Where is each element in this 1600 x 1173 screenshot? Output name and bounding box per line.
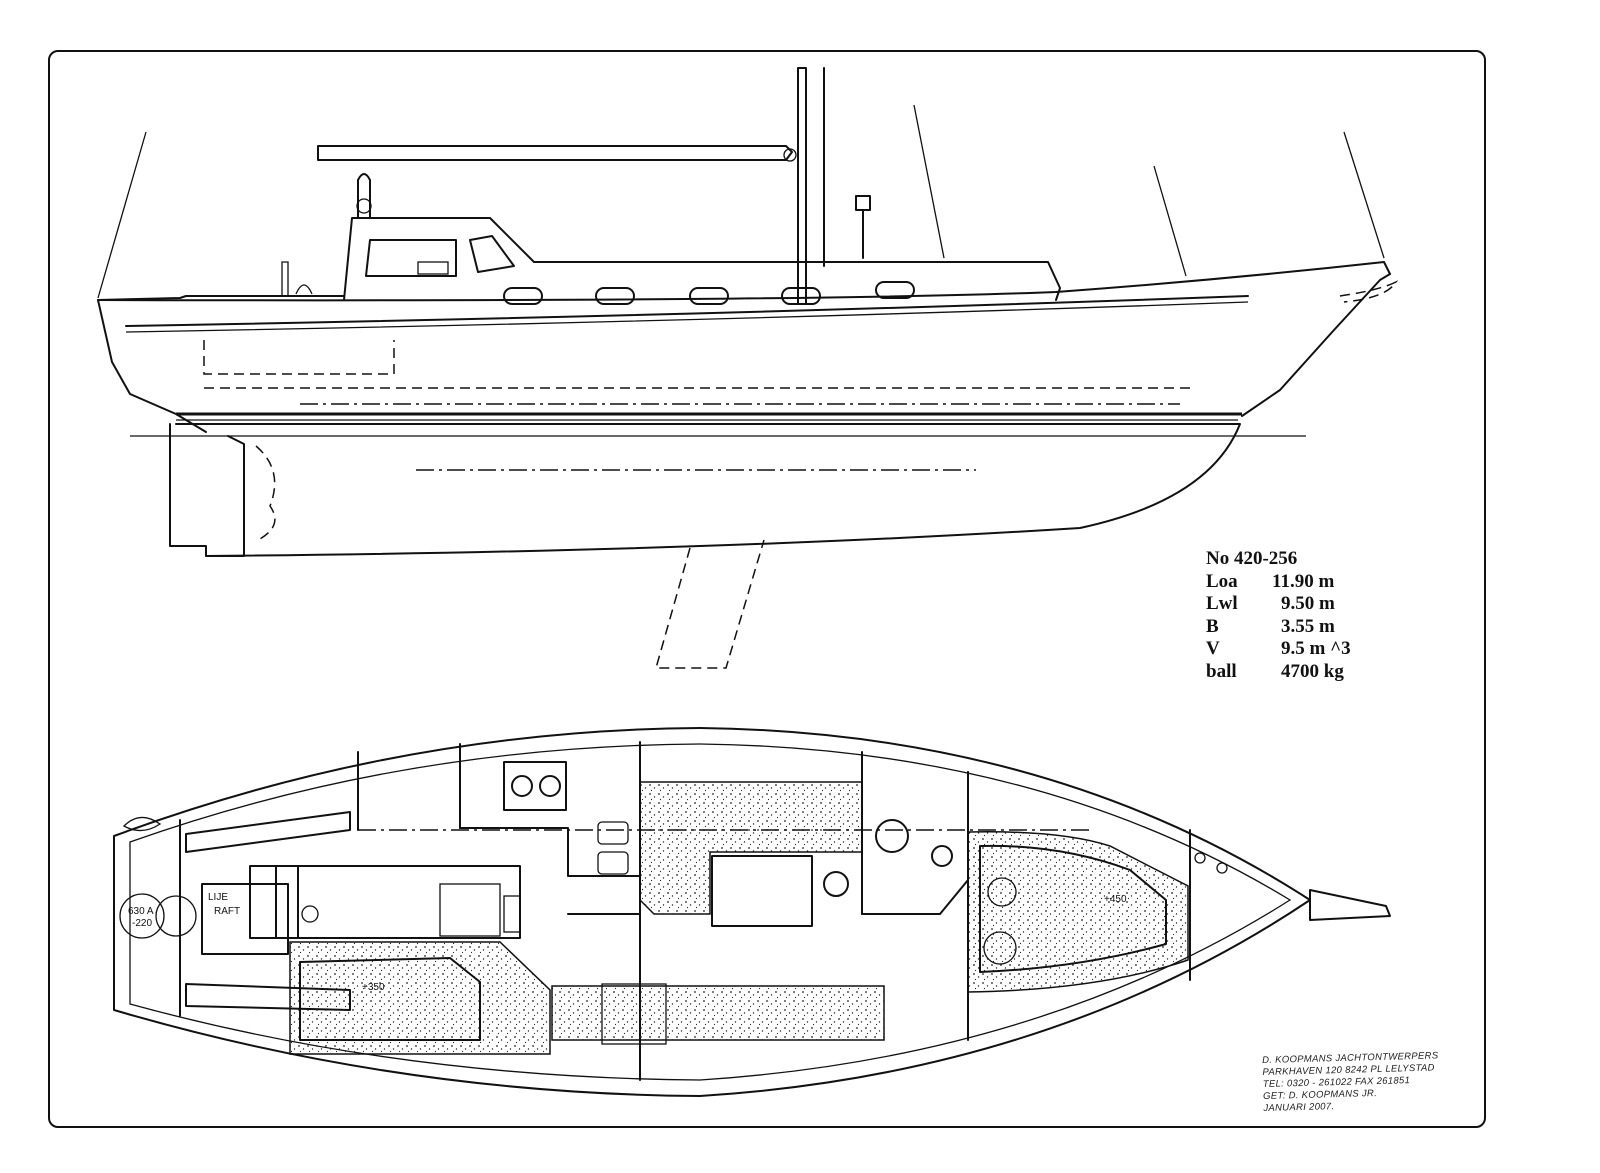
tank-aft-small-2 bbox=[155, 895, 197, 937]
forward-tank-1 bbox=[983, 931, 1017, 965]
hull-plan-inner bbox=[129, 743, 1292, 1081]
liferaft-box bbox=[201, 883, 289, 955]
tank-small-label-1: 630 A bbox=[128, 906, 154, 917]
spec-row-ballast: ball 4700 kg bbox=[1206, 661, 1351, 684]
sink-2 bbox=[597, 851, 629, 875]
spec-key: V bbox=[1206, 638, 1220, 659]
washbasin bbox=[931, 845, 953, 867]
spec-key: Lwl bbox=[1206, 593, 1238, 614]
radar-dome bbox=[356, 198, 372, 214]
stern-post bbox=[281, 261, 289, 296]
drawing-number: No 420-256 bbox=[1206, 548, 1298, 569]
spec-key: ball bbox=[1206, 660, 1237, 682]
sink-1 bbox=[597, 821, 629, 845]
bowsprit bbox=[1309, 889, 1391, 921]
chart-table bbox=[601, 983, 667, 1045]
deckhouse-window-fwd bbox=[469, 235, 515, 273]
rubbing-strake-lower bbox=[125, 301, 1249, 333]
porthole-4 bbox=[781, 287, 821, 305]
designer-title-block: D. KOOPMANS JACHTONTWERPERS PARKHAVEN 12… bbox=[1262, 1050, 1440, 1115]
tank-aft-small-1 bbox=[119, 893, 165, 939]
transom bbox=[97, 299, 207, 433]
spec-value: 9.50 m bbox=[1281, 593, 1335, 614]
galley-counter bbox=[459, 827, 641, 915]
saloon-settee-port bbox=[639, 781, 863, 915]
boom bbox=[317, 145, 793, 161]
aft-mattress bbox=[299, 957, 481, 1041]
mast-step bbox=[823, 871, 849, 897]
shroud bbox=[913, 104, 945, 259]
saloon-settee-stbd bbox=[551, 985, 885, 1041]
forepeak-mattress bbox=[979, 844, 1167, 973]
side-profile bbox=[97, 67, 1399, 669]
spec-value: 9.5 m ^3 bbox=[1281, 638, 1351, 659]
burner-1 bbox=[511, 775, 533, 797]
aft-cabin-bunk bbox=[289, 941, 551, 1055]
stern-fitting bbox=[122, 816, 162, 832]
spec-value: 3.55 m bbox=[1281, 615, 1335, 637]
stern-deck bbox=[97, 295, 345, 301]
underwater-hull bbox=[175, 423, 1241, 557]
spec-row-lwl: Lwl 9.50 m bbox=[1206, 593, 1351, 616]
stem bbox=[1241, 273, 1391, 417]
saloon-table bbox=[711, 855, 813, 927]
liferaft-label-1: LIJE bbox=[208, 892, 228, 903]
rudder bbox=[169, 423, 245, 557]
deckhouse-window-aft bbox=[365, 239, 457, 277]
hatch bbox=[417, 261, 449, 275]
backstay bbox=[97, 131, 147, 299]
sheer-line bbox=[97, 261, 1391, 302]
spec-value: 11.90 m bbox=[1272, 570, 1335, 592]
burner-2 bbox=[539, 775, 561, 797]
forestay-inner bbox=[1153, 165, 1187, 277]
stove bbox=[503, 761, 567, 811]
interior-outline-aft bbox=[203, 340, 395, 375]
interior-plan: LIJE RAFT 630 A -220 +350 bbox=[113, 727, 1391, 1097]
forestay bbox=[1343, 131, 1385, 259]
spec-row-beam: B 3.55 m bbox=[1206, 616, 1351, 639]
dorade-vent bbox=[855, 195, 871, 211]
tank-aft-label: +350 bbox=[362, 982, 385, 993]
drawing-frame bbox=[48, 50, 1486, 1128]
propeller-outline bbox=[255, 445, 276, 541]
porthole-2 bbox=[595, 287, 635, 305]
aft-locker bbox=[185, 811, 351, 853]
toilet bbox=[875, 819, 909, 853]
radar-pole bbox=[357, 173, 371, 219]
porthole-5 bbox=[875, 281, 915, 299]
spec-key: B bbox=[1206, 615, 1219, 637]
keel-outline bbox=[655, 539, 765, 669]
mast bbox=[797, 67, 807, 305]
rubbing-strake bbox=[125, 295, 1249, 327]
gooseneck bbox=[783, 148, 797, 162]
liferaft-label-2: RAFT bbox=[214, 906, 240, 917]
anchor-outline bbox=[1339, 280, 1399, 303]
windlass bbox=[1194, 852, 1206, 864]
cockpit-table bbox=[249, 865, 521, 939]
spec-row-volume: V 9.5 m ^3 bbox=[1206, 638, 1351, 661]
porthole-1 bbox=[503, 287, 543, 305]
head-compartment bbox=[861, 771, 969, 915]
tank-fwd-label: +450 bbox=[1104, 894, 1127, 905]
spec-row-loa: Loa 11.90 m bbox=[1206, 571, 1351, 594]
steering-pedestal bbox=[275, 865, 299, 939]
tank-small-label-2: -220 bbox=[132, 918, 152, 929]
compass bbox=[301, 905, 319, 923]
porthole-3 bbox=[689, 287, 729, 305]
forward-tank-2 bbox=[987, 877, 1017, 907]
spec-value: 4700 kg bbox=[1281, 660, 1344, 682]
winch bbox=[295, 284, 313, 295]
companion-steps bbox=[439, 883, 501, 937]
engine-box bbox=[503, 895, 521, 933]
deckhouse bbox=[343, 217, 1061, 301]
spec-key: Loa bbox=[1206, 570, 1238, 592]
deck-fitting bbox=[1216, 862, 1228, 874]
